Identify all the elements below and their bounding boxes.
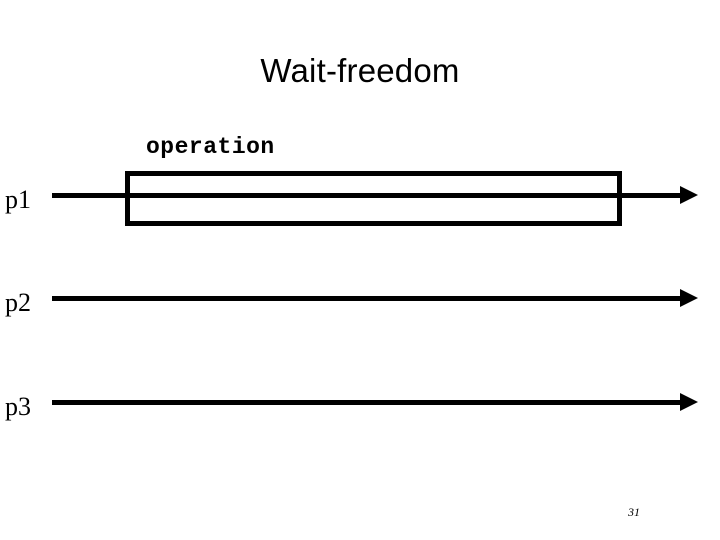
process-label-p2: p2 xyxy=(5,288,31,317)
timeline-arrowhead-p1-icon xyxy=(680,186,698,204)
timeline-shaft-p3 xyxy=(52,400,684,405)
timeline-arrowhead-p3-icon xyxy=(680,393,698,411)
process-label-p3: p3 xyxy=(5,392,31,421)
page-number: 31 xyxy=(628,505,640,519)
operation-interval-box-p1 xyxy=(125,171,622,226)
process-label-p1: p1 xyxy=(5,185,31,214)
page-title: Wait-freedom xyxy=(260,52,460,89)
timeline-arrowhead-p2-icon xyxy=(680,289,698,307)
timeline-shaft-p1 xyxy=(52,193,684,198)
timeline-shaft-p2 xyxy=(52,296,684,301)
operation-caption: operation xyxy=(146,134,275,160)
